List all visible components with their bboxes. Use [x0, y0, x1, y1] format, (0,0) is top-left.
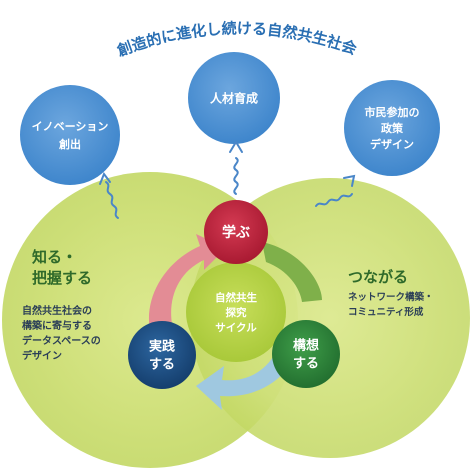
cycle-center-circle [186, 262, 286, 362]
cycle-arrow-practice-to-learn [148, 234, 226, 330]
outcome-policy-label-line: デザイン [370, 137, 414, 151]
practice-node-label: 実践する [149, 339, 175, 373]
left-heading-line: 把握する [32, 269, 92, 287]
squiggle-arrow-right [315, 174, 356, 207]
right-description-line: コミュニティ形成 [348, 306, 424, 318]
left-heading-line: 知る・ [32, 248, 77, 266]
outcome-innovation-label-line: 創出 [58, 137, 81, 151]
plan-node [272, 320, 340, 388]
outcome-talent-label-line: 人材育成 [210, 90, 258, 105]
outcome-innovation-circle [20, 85, 120, 185]
outcome-innovation-label: イノベーション創出 [32, 120, 109, 151]
left-description: 自然共生社会の構築に寄与するデータスペースのデザイン [22, 304, 101, 362]
practice-node [128, 321, 196, 389]
right-heading: つながる [348, 268, 408, 286]
left-description-line: データスペースの [22, 334, 101, 347]
practice-node-label-line: する [149, 358, 175, 373]
right-description-line: ネットワーク構築・ [348, 291, 434, 303]
squiggle-arrow-middle [229, 140, 243, 195]
outcome-policy-label-line: 政策 [381, 121, 404, 135]
learn-node-label: 学ぶ [222, 224, 250, 241]
left-description-line: 構築に寄与する [22, 319, 92, 332]
cycle-center-label-line: 探究 [226, 306, 247, 319]
left-description-line: 自然共生社会の [22, 304, 92, 317]
cycle-arrow-learn-to-plan [262, 242, 322, 302]
outcome-talent-label: 人材育成 [210, 90, 258, 105]
cycle-arrow-plan-to-practice [196, 352, 294, 410]
learn-node-label-line: 学ぶ [222, 224, 250, 241]
squiggle-arrow-left [99, 171, 119, 219]
plan-node-label-line: する [293, 357, 319, 372]
outcome-policy-label: 市民参加の政策デザイン [365, 105, 420, 151]
outcome-talent-circle [188, 52, 280, 144]
learn-node [204, 200, 268, 264]
outcome-policy-circle [344, 80, 440, 176]
practice-node-label-line: 実践 [149, 339, 175, 355]
outcome-policy-label-line: 市民参加の [365, 105, 420, 119]
left-description-line: デザイン [22, 349, 62, 362]
plan-node-label-line: 構想 [293, 338, 319, 354]
plan-node-label: 構想する [293, 338, 319, 372]
cycle-center-label: 自然共生探究サイクル [215, 291, 257, 334]
text-layer: イノベーション創出人材育成市民参加の政策デザイン知る・把握する自然共生社会の構築… [22, 90, 434, 372]
outcome-innovation-label-line: イノベーション [32, 120, 109, 133]
cycle-center-label-line: 自然共生 [215, 291, 257, 304]
right-heading-line: つながる [348, 268, 408, 286]
cycle-center-label-line: サイクル [215, 322, 257, 334]
left-heading: 知る・把握する [32, 248, 92, 287]
right-description: ネットワーク構築・コミュニティ形成 [348, 291, 434, 318]
